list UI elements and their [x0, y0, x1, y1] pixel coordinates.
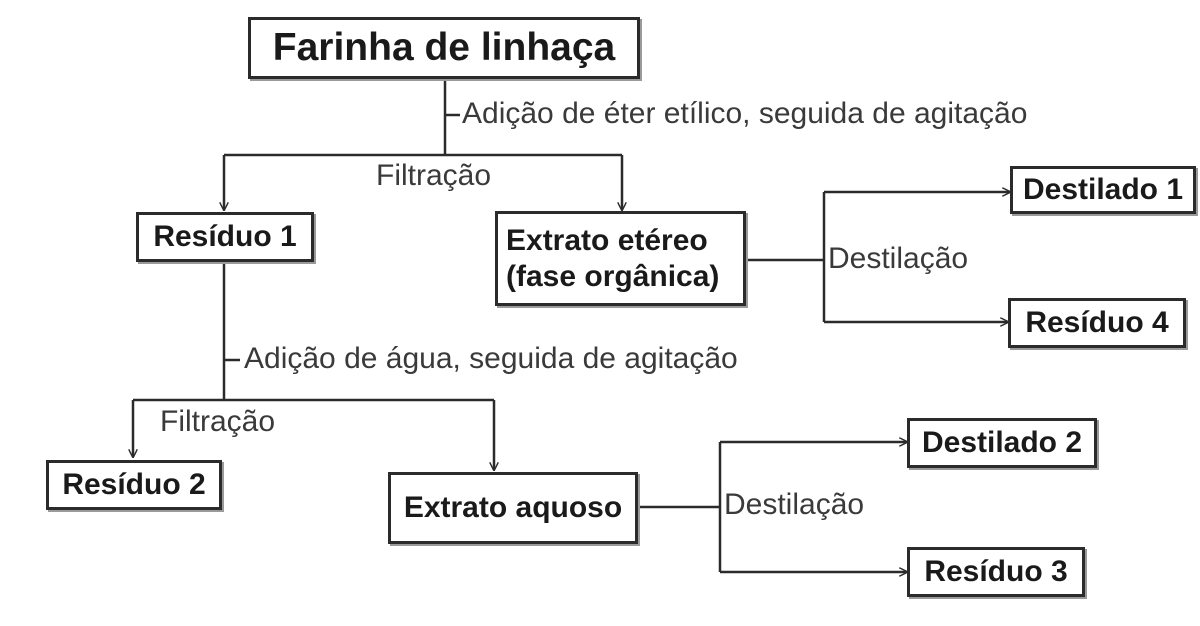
node-residuo-4-label: Resíduo 4: [1025, 306, 1169, 339]
node-extrato-etereo-line1: Extrato etéreo: [506, 223, 708, 257]
step-filtracao-1: Filtração: [376, 159, 492, 192]
node-extrato-aquoso-label: Extrato aquoso: [403, 491, 623, 524]
step-filtracao-2: Filtração: [160, 405, 276, 438]
node-residuo-1: Resíduo 1: [136, 212, 314, 262]
node-residuo-4: Resíduo 4: [1008, 298, 1186, 348]
node-residuo-3: Resíduo 3: [907, 547, 1085, 597]
node-destilado-1-label: Destilado 1: [1022, 173, 1184, 206]
step-adicao-eter: Adição de éter etílico, seguida de agita…: [462, 97, 1028, 130]
step-destilacao-1: Destilação: [828, 242, 969, 275]
node-farinha-de-linhaca: Farinha de linhaça: [248, 17, 640, 79]
node-extrato-aquoso: Extrato aquoso: [388, 472, 638, 544]
node-residuo-2-label: Resíduo 2: [62, 468, 206, 501]
node-residuo-2: Resíduo 2: [46, 460, 222, 510]
node-destilado-2: Destilado 2: [907, 418, 1097, 468]
node-extrato-etereo: Extrato etéreo (fase orgânica): [495, 211, 746, 306]
node-extrato-etereo-line2: (fase orgânica): [506, 259, 720, 293]
node-residuo-1-label: Resíduo 1: [153, 220, 297, 253]
node-residuo-3-label: Resíduo 3: [924, 555, 1068, 588]
step-adicao-agua: Adição de água, seguida de agitação: [244, 342, 738, 375]
step-destilacao-2: Destilação: [724, 488, 865, 521]
node-destilado-1: Destilado 1: [1010, 166, 1196, 214]
node-farinha-label: Farinha de linhaça: [272, 26, 616, 69]
node-destilado-2-label: Destilado 2: [921, 426, 1083, 459]
